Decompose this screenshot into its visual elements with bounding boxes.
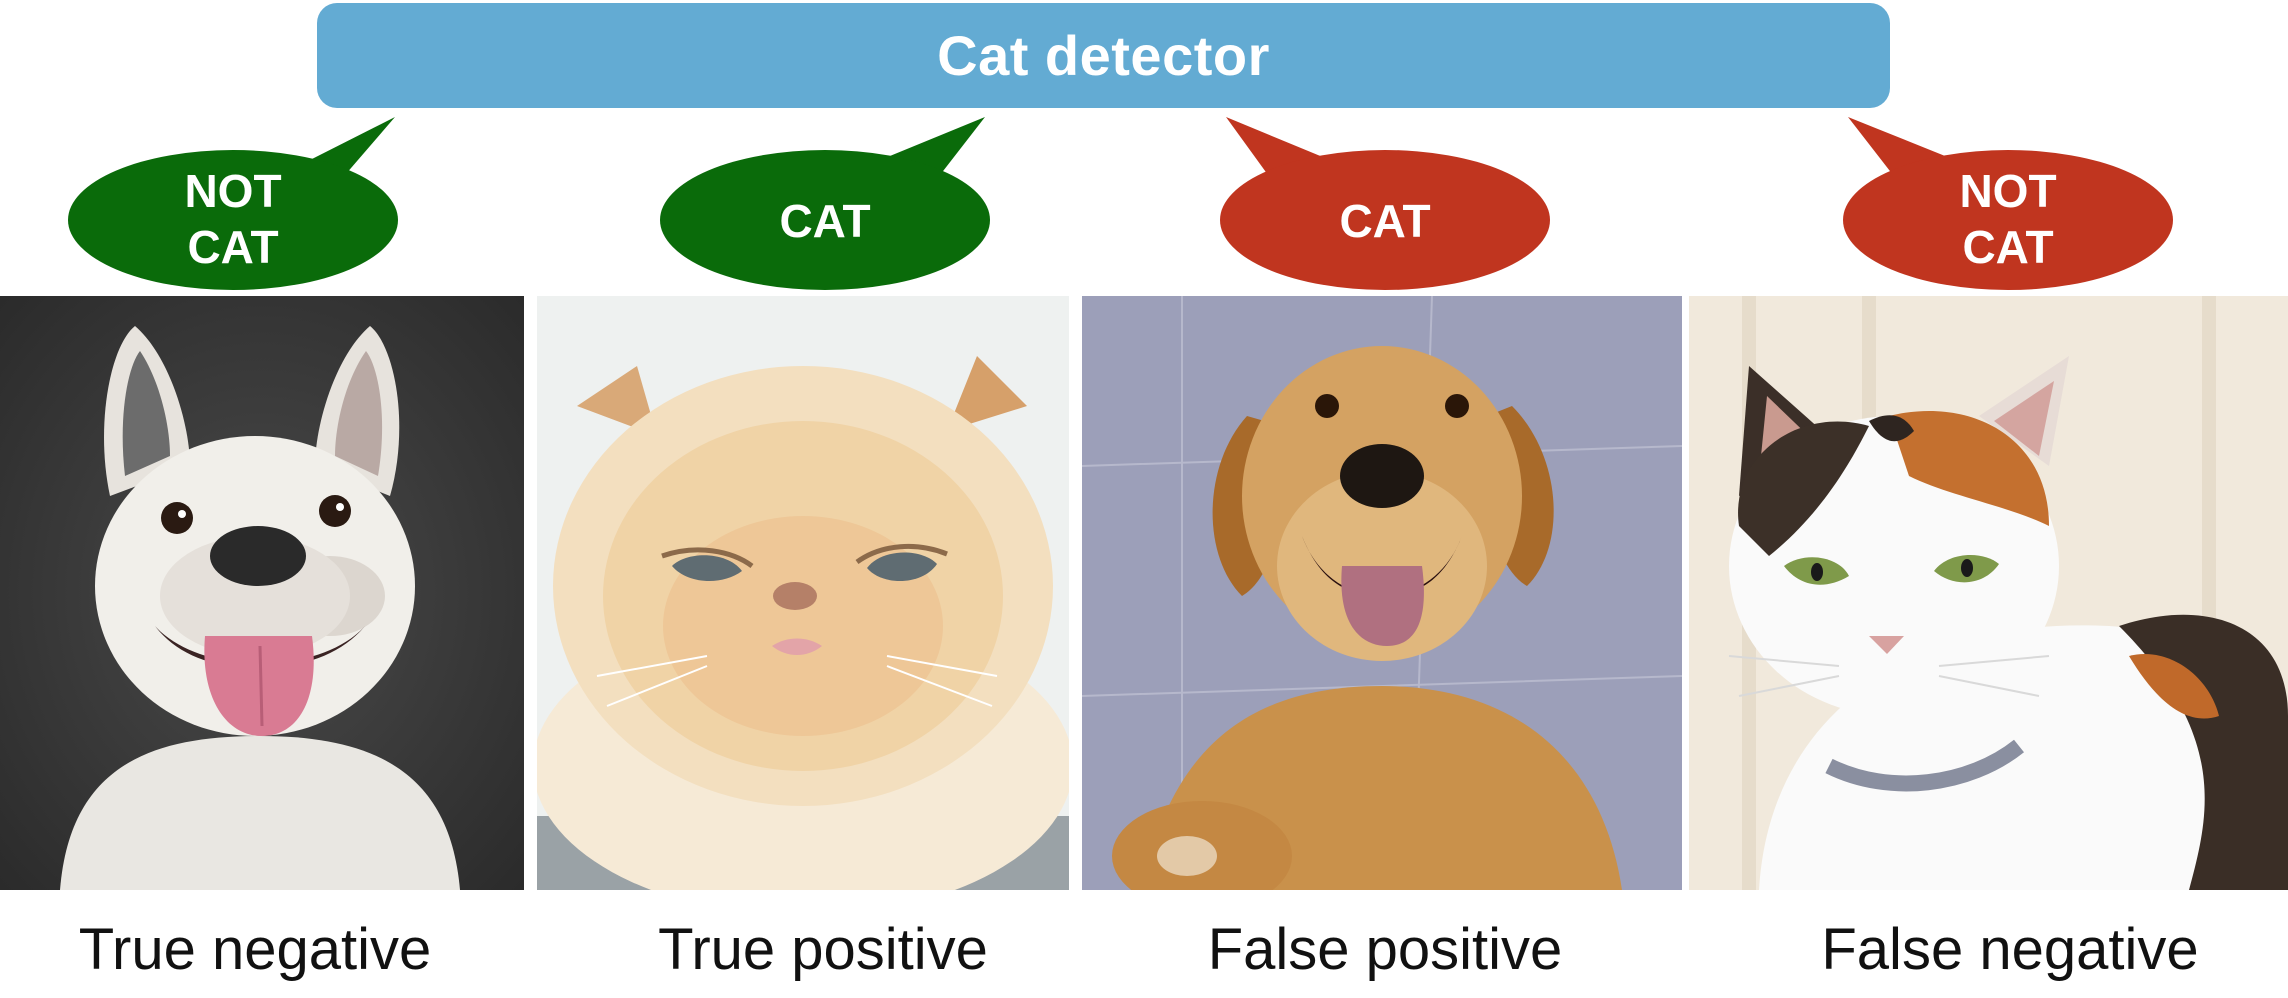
prediction-label-4: NOT CAT bbox=[1959, 165, 2057, 273]
french-bulldog-photo bbox=[0, 296, 524, 890]
outcome-label-2: True positive bbox=[658, 917, 988, 982]
prediction-label-2: CAT bbox=[779, 195, 871, 247]
cat-detector-banner: Cat detector bbox=[317, 3, 1890, 108]
outcome-label-3: False positive bbox=[1207, 917, 1563, 982]
outcome-label-1: True negative bbox=[78, 917, 432, 982]
outcome-label-4: False negative bbox=[1821, 917, 2199, 982]
prediction-label-3: CAT bbox=[1339, 195, 1431, 247]
persian-cat-photo bbox=[537, 296, 1069, 890]
calico-cat-photo bbox=[1689, 296, 2288, 890]
banner-title: Cat detector bbox=[937, 24, 1270, 87]
golden-retriever-photo bbox=[1082, 296, 1682, 890]
prediction-label-1: NOT CAT bbox=[184, 165, 282, 273]
